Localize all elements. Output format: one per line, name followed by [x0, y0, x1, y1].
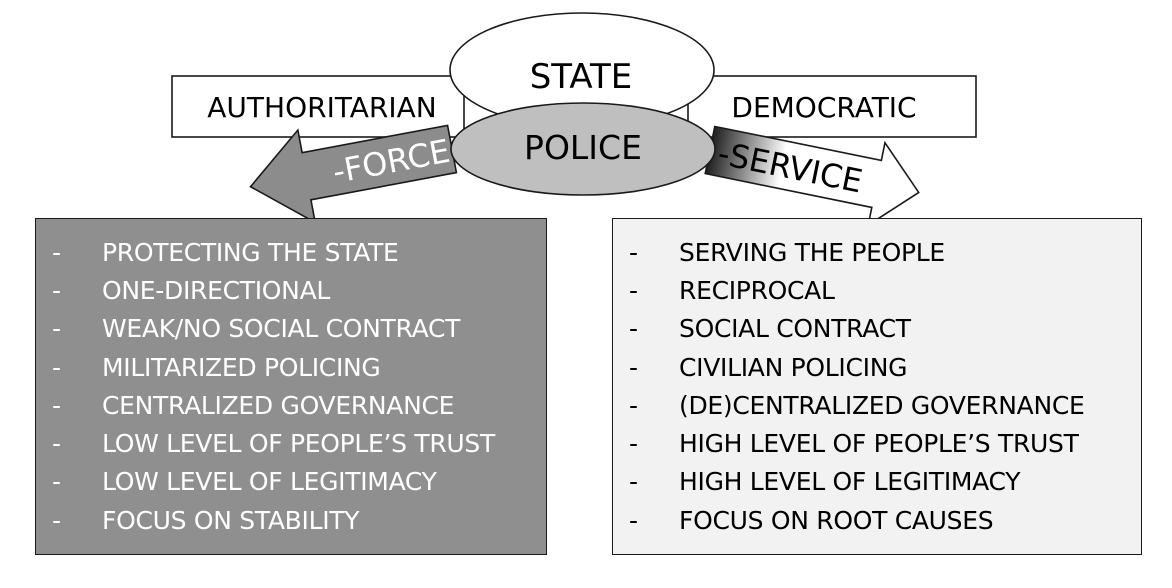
list-item: - CIVILIAN POLICING — [629, 348, 1125, 386]
list-item: - HIGH LEVEL OF PEOPLE’S TRUST — [629, 424, 1125, 462]
list-item: - WEAK/NO SOCIAL CONTRACT — [52, 310, 530, 348]
police-ellipse — [450, 102, 716, 196]
authoritarian-label-box — [171, 75, 465, 138]
list-item: - ONE-DIRECTIONAL — [52, 271, 530, 309]
list-item-text: FOCUS ON ROOT CAUSES — [679, 505, 994, 535]
democratic-characteristics-box: - SERVING THE PEOPLE - RECIPROCAL - SOCIAL … — [612, 218, 1142, 555]
bullet-dash: - — [52, 390, 61, 420]
bullet-dash: - — [52, 237, 61, 267]
list-item-text: MILITARIZED POLICING — [102, 352, 381, 382]
list-item-text: RECIPROCAL — [679, 275, 835, 305]
state-label: STATE — [530, 57, 633, 97]
list-item: - PROTECTING THE STATE — [52, 233, 530, 271]
list-item: - FOCUS ON ROOT CAUSES — [629, 501, 1125, 539]
list-item-text: HIGH LEVEL OF LEGITIMACY — [679, 467, 1021, 497]
list-item: - SOCIAL CONTRACT — [629, 310, 1125, 348]
list-item-text: PROTECTING THE STATE — [102, 237, 399, 267]
list-item: - MILITARIZED POLICING — [52, 348, 530, 386]
authoritarian-list: - PROTECTING THE STATE - ONE-DIRECTIONAL -… — [52, 233, 530, 539]
list-item-text: ONE-DIRECTIONAL — [102, 275, 330, 305]
bullet-dash: - — [52, 505, 61, 535]
bullet-dash: - — [52, 275, 61, 305]
list-item-text: HIGH LEVEL OF PEOPLE’S TRUST — [679, 429, 1079, 459]
bullet-dash: - — [629, 352, 638, 382]
bullet-dash: - — [629, 314, 638, 344]
list-item: - SERVING THE PEOPLE — [629, 233, 1125, 271]
list-item-text: SOCIAL CONTRACT — [679, 314, 911, 344]
bullet-dash: - — [629, 467, 638, 497]
democratic-label-box — [687, 75, 977, 138]
bullet-dash: - — [629, 429, 638, 459]
list-item-text: LOW LEVEL OF PEOPLE’S TRUST — [102, 429, 495, 459]
list-item: - (DE)CENTRALIZED GOVERNANCE — [629, 386, 1125, 424]
bullet-dash: - — [52, 467, 61, 497]
authoritarian-label: AUTHORITARIAN — [207, 91, 436, 124]
list-item: - LOW LEVEL OF LEGITIMACY — [52, 463, 530, 501]
list-item-text: WEAK/NO SOCIAL CONTRACT — [102, 314, 461, 344]
bullet-dash: - — [629, 237, 638, 267]
bullet-dash: - — [629, 390, 638, 420]
bullet-dash: - — [52, 352, 61, 382]
list-item-text: SERVING THE PEOPLE — [679, 237, 945, 267]
authoritarian-characteristics-box: - PROTECTING THE STATE - ONE-DIRECTIONAL -… — [35, 218, 547, 555]
bullet-dash: - — [52, 314, 61, 344]
list-item: - HIGH LEVEL OF LEGITIMACY — [629, 463, 1125, 501]
list-item: - RECIPROCAL — [629, 271, 1125, 309]
list-item-text: CIVILIAN POLICING — [679, 352, 908, 382]
list-item: - CENTRALIZED GOVERNANCE — [52, 386, 530, 424]
democratic-list: - SERVING THE PEOPLE - RECIPROCAL - SOCIAL … — [629, 233, 1125, 539]
list-item-text: FOCUS ON STABILITY — [102, 505, 360, 535]
list-item-text: LOW LEVEL OF LEGITIMACY — [102, 467, 437, 497]
bullet-dash: - — [629, 505, 638, 535]
democratic-label: DEMOCRATIC — [731, 91, 916, 124]
police-label: POLICE — [524, 128, 642, 167]
list-item: - FOCUS ON STABILITY — [52, 501, 530, 539]
list-item-text: (DE)CENTRALIZED GOVERNANCE — [679, 390, 1085, 420]
list-item-text: CENTRALIZED GOVERNANCE — [102, 390, 455, 420]
list-item: - LOW LEVEL OF PEOPLE’S TRUST — [52, 424, 530, 462]
bullet-dash: - — [629, 275, 638, 305]
bullet-dash: - — [52, 429, 61, 459]
